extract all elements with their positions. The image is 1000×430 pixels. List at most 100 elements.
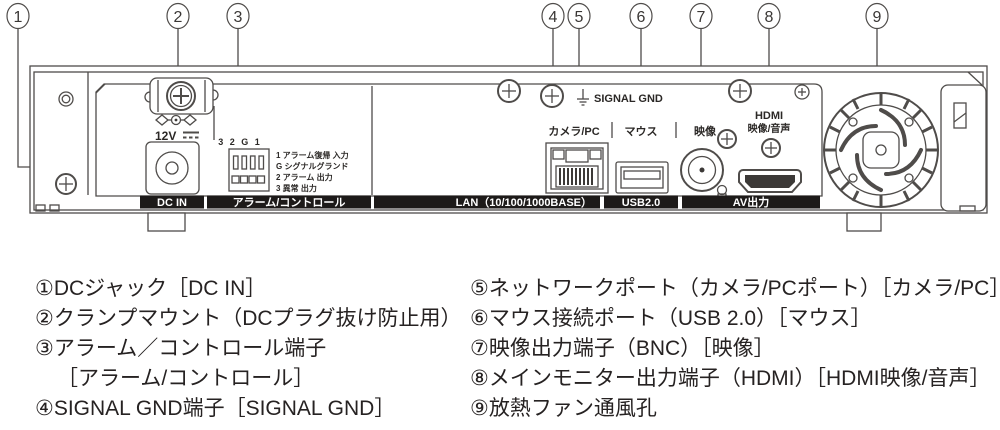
hdmi-label-line2: 映像/音声 <box>748 122 791 135</box>
dc-polarity-icon <box>154 114 198 126</box>
bnc-pin <box>699 167 705 173</box>
end-cap-latch <box>959 205 976 212</box>
lan-port <box>545 142 609 194</box>
bar-lan-label: LAN（10/100/1000BASE） <box>456 196 592 209</box>
usb-inner <box>620 166 664 189</box>
callout-4: 4 <box>549 9 558 26</box>
callout-5: 5 <box>575 9 584 26</box>
clamp-screw-icon <box>166 81 196 111</box>
fan-slot-spokes <box>825 94 937 206</box>
dc-power-marking: 12V <box>154 114 199 143</box>
screw-icon-signal-gnd <box>540 84 564 108</box>
dc-symbol-icon <box>183 131 199 139</box>
bar-av-label: AV出力 <box>733 195 769 209</box>
legend-item-3: ③アラーム／コントロール端子 <box>35 337 327 360</box>
bar-dc-in-label: DC IN <box>157 197 187 209</box>
foot-right <box>846 212 882 232</box>
usb-outer <box>615 161 669 194</box>
fan-blades <box>839 108 923 192</box>
callout-9: 9 <box>873 9 882 26</box>
signal-gnd-label: SIGNAL GND <box>594 93 663 105</box>
callout-3: 3 <box>234 9 243 26</box>
callout-1: 1 <box>14 9 23 26</box>
clamp-tab-left <box>144 91 151 103</box>
terminal-block <box>228 148 270 192</box>
hdmi-port <box>738 169 802 193</box>
mouse-label: マウス <box>625 125 658 138</box>
left-hole <box>58 91 74 107</box>
end-cap-body <box>940 84 987 212</box>
callout-2: 2 <box>174 9 183 26</box>
terminal-row-g: G シグナルグランド <box>276 161 348 171</box>
clamp-tab-right <box>212 89 219 101</box>
legend-column-left: ①DCジャック［DC IN］ ②クランプマウント（DCプラグ抜け防止用） ③アラ… <box>35 274 462 424</box>
screw-icon <box>728 79 752 103</box>
legend-item-7: ⑦映像出力端子（BNC）［映像］ <box>470 337 775 360</box>
callout-6: 6 <box>637 9 646 26</box>
latch-left-b <box>49 204 60 212</box>
legend-item-4: ④SIGNAL GND端子［SIGNAL GND］ <box>35 397 396 420</box>
lan-pins <box>559 168 593 185</box>
legend-item-3-continued: ［アラーム/コントロール］ <box>57 367 315 390</box>
bar-lan <box>374 195 600 209</box>
hdmi-label-line1: HDMI <box>755 110 783 122</box>
callout-8: 8 <box>765 9 774 26</box>
dc-jack <box>145 141 200 195</box>
bar-dc-in <box>140 195 204 209</box>
terminal-row-3: 3 異常 出力 <box>276 183 317 193</box>
dc-jack-outer <box>155 151 189 185</box>
bar-av <box>682 195 820 209</box>
recess-chamfer <box>95 83 106 94</box>
dc-jack-pin <box>165 161 179 175</box>
rear-panel-diagram: 12V 3 2 G 1 1 アラーム復帰 入力 G シグナルグランド 2 アラー… <box>6 2 988 232</box>
voltage-label: 12V <box>155 129 176 143</box>
legend-item-1: ①DCジャック［DC IN］ <box>35 277 267 300</box>
terminal-pins-label: 3 2 G 1 <box>218 137 262 147</box>
clamp-mount <box>144 77 219 115</box>
screw-icon <box>55 173 77 195</box>
bar-alarm <box>207 195 371 209</box>
port-labels: カメラ/PC マウス 映像 HDMI 映像/音声 <box>548 110 790 138</box>
lan-inner <box>550 147 604 190</box>
signal-gnd: SIGNAL GND <box>577 89 663 106</box>
bnc-connector <box>680 148 728 199</box>
latch-left-a <box>35 204 46 212</box>
legend-item-8: ⑧メインモニター出力端子（HDMI）［HDMI映像/音声］ <box>470 367 991 390</box>
legend-item-6: ⑥マウス接続ポート（USB 2.0）［マウス］ <box>470 307 872 330</box>
bar-usb-label: USB2.0 <box>622 197 661 209</box>
hdmi-opening <box>745 175 795 188</box>
legend: ①DCジャック［DC IN］ ②クランプマウント（DCプラグ抜け防止用） ③アラ… <box>0 268 1000 430</box>
alarm-terminal: 3 2 G 1 1 アラーム復帰 入力 G シグナルグランド 2 アラーム 出力… <box>218 137 348 193</box>
left-hole-inner <box>61 94 71 104</box>
screw-icon <box>497 79 521 103</box>
legend-item-2: ②クランプマウント（DCプラグ抜け防止用） <box>35 307 462 330</box>
terminal-row-1: 1 アラーム復帰 入力 <box>276 150 349 160</box>
foot-left <box>147 212 186 232</box>
bnc-inner <box>687 155 717 185</box>
usb-tongue <box>623 170 661 180</box>
legend-item-5: ⑤ネットワークポート（カメラ/PCポート）［カメラ/PC］ <box>470 277 1000 300</box>
callout-7: 7 <box>697 9 706 26</box>
fan-hub-center <box>875 144 887 156</box>
label-bar: DC IN アラーム/コントロール LAN（10/100/1000BASE） U… <box>140 195 820 209</box>
right-end-cap <box>940 84 987 212</box>
fan-vent <box>823 92 939 208</box>
end-cap-slot-notch <box>953 112 967 123</box>
ground-icon <box>577 89 589 106</box>
screw-icon <box>717 129 737 149</box>
camera-pc-label: カメラ/PC <box>548 125 599 138</box>
usb-port <box>615 161 669 194</box>
end-cap-slot <box>953 102 967 129</box>
legend-column-right: ⑤ネットワークポート（カメラ/PCポート）［カメラ/PC］ ⑥マウス接続ポート（… <box>470 274 1000 424</box>
corner-fold <box>967 71 983 86</box>
callout-circles: 1 2 3 4 5 6 7 8 9 <box>6 2 889 30</box>
bar-alarm-label: アラーム/コントロール <box>233 196 346 209</box>
video-label: 映像 <box>694 124 717 138</box>
terminal-row-2: 2 アラーム 出力 <box>276 172 333 182</box>
legend-item-9: ⑨放熱ファン通風孔 <box>470 397 657 420</box>
screw-icon <box>794 84 810 100</box>
bnc-lug <box>716 184 728 196</box>
fan-hub <box>862 131 900 169</box>
bar-usb <box>604 195 678 209</box>
